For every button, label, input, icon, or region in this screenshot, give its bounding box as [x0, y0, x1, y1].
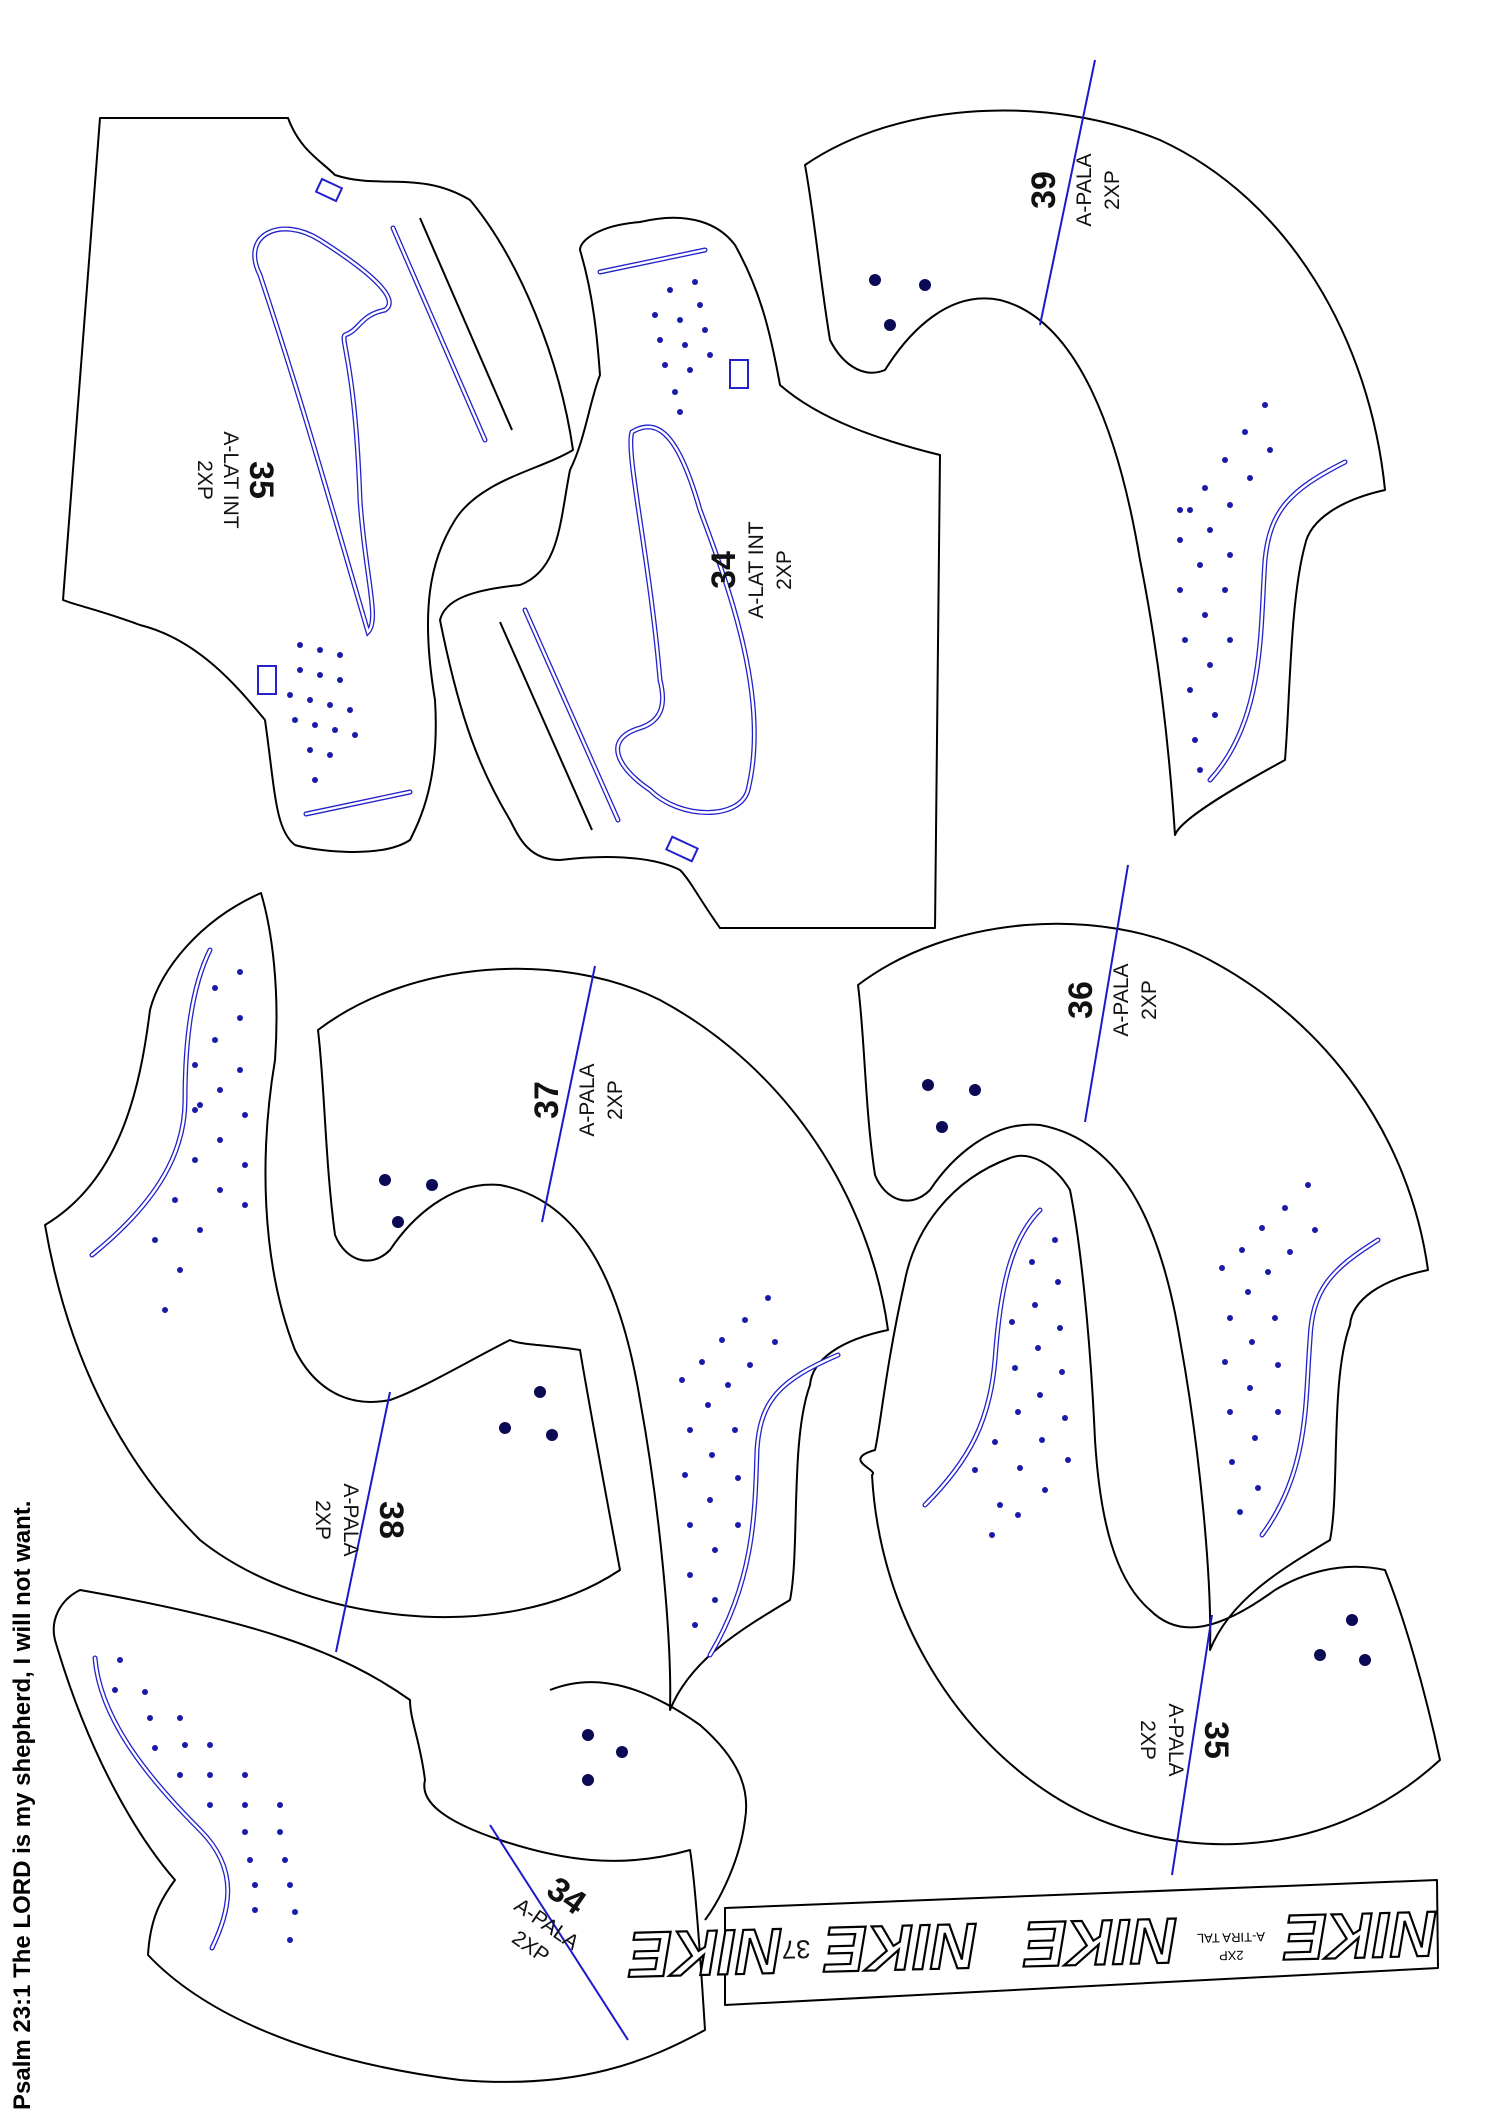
piece-lat35-outline — [62, 117, 574, 853]
strip-brand-3: NIKE — [821, 1910, 978, 1986]
piece-lat34: 34 A-LAT INT 2XP — [439, 216, 941, 929]
piece-pala39-qty: 2XP — [1101, 170, 1124, 210]
piece-pala37-outline — [317, 967, 889, 1711]
piece-pala38-marker-dots — [499, 1386, 558, 1441]
piece-lat35-name: A-LAT INT — [219, 431, 242, 528]
piece-lat34-outline — [439, 216, 941, 929]
piece-lat34-number: 34 — [705, 551, 743, 589]
piece-pala35-outline — [859, 1154, 1441, 1846]
verse-text: Psalm 23:1 The LORD is my shepherd, I wi… — [9, 1501, 36, 2110]
piece-lat34-name: A-LAT INT — [745, 521, 768, 618]
piece-pala39-name: A-PALA — [1073, 153, 1096, 226]
piece-pala38-outline — [44, 892, 621, 1619]
piece-pala37-qty: 2XP — [604, 1080, 627, 1120]
piece-pala36-guide — [1259, 1237, 1381, 1538]
strip-number: 37 — [781, 1934, 811, 1965]
piece-pala39-guide — [1207, 459, 1348, 783]
strip-qty: 2XP — [1219, 1948, 1244, 1964]
piece-lat34-dot-grid — [652, 279, 713, 415]
piece-pala38-name: A-PALA — [339, 1483, 362, 1556]
strip-tira-tal-outline — [724, 1879, 1439, 2006]
piece-pala34-dot-grid — [112, 1657, 298, 1943]
piece-pala37-axis — [541, 965, 596, 1223]
piece-lat35-notch-top — [314, 177, 344, 203]
piece-pala35-marker-dots — [1314, 1614, 1371, 1666]
piece-pala36-axis — [1084, 864, 1129, 1123]
piece-pala37-name: A-PALA — [576, 1063, 599, 1136]
piece-pala39-dot-grid — [1177, 402, 1273, 773]
piece-pala38-guide — [89, 947, 213, 1258]
piece-pala37-marker-dots — [379, 1174, 438, 1228]
piece-pala35-dot-grid — [972, 1237, 1071, 1538]
piece-lat34-notch-top — [729, 359, 749, 389]
piece-pala36-qty: 2XP — [1138, 980, 1161, 1020]
piece-lat35-qty: 2XP — [193, 460, 216, 500]
piece-pala39-marker-dots — [869, 274, 931, 331]
strip-brand-1: NIKE — [1281, 1898, 1438, 1974]
piece-lat35-notch-bottom — [257, 665, 277, 695]
piece-pala35-number: 35 — [1197, 1721, 1235, 1759]
piece-pala35-name: A-PALA — [1164, 1703, 1187, 1776]
piece-pala39: 39 A-PALA 2XP — [804, 59, 1386, 836]
piece-lat35-number: 35 — [242, 461, 280, 499]
piece-pala36-name: A-PALA — [1110, 963, 1133, 1036]
piece-pala35: 35 A-PALA 2XP — [859, 1154, 1441, 1876]
piece-pala39-number: 39 — [1025, 171, 1063, 209]
piece-pala34: 34 A-PALA 2XP — [52, 1589, 748, 2083]
piece-lat35: 35 A-LAT INT 2XP — [62, 117, 574, 853]
piece-lat35-dot-grid — [287, 642, 358, 783]
piece-pala39-axis — [1039, 59, 1096, 326]
piece-pala38-number: 38 — [372, 1501, 410, 1539]
piece-pala34-axis — [489, 1824, 629, 2041]
strip-name: A-TIRA TAL — [1197, 1929, 1266, 1946]
strip-tira-tal: NIKE 2XP A-TIRA TAL NIKE NIKE 37 NIKE — [625, 1879, 1439, 2006]
piece-pala38-qty: 2XP — [311, 1500, 334, 1540]
piece-pala36-outline — [857, 922, 1429, 1651]
strip-brand-4: NIKE — [626, 1915, 783, 1991]
piece-pala36-dot-grid — [1219, 1182, 1318, 1515]
piece-lat34-notch-bottom — [665, 835, 699, 863]
piece-lat34-seam-line — [499, 621, 593, 831]
piece-pala37-dot-grid — [679, 1295, 778, 1628]
piece-pala38: 38 A-PALA 2XP — [44, 892, 621, 1653]
piece-pala35-axis — [1171, 1614, 1213, 1876]
piece-pala36: 36 A-PALA 2XP — [857, 864, 1429, 1651]
piece-pala36-number: 36 — [1062, 981, 1100, 1019]
piece-pala34-outline — [52, 1589, 706, 2083]
piece-pala37: 37 A-PALA 2XP — [317, 965, 889, 1711]
piece-pala38-axis — [335, 1391, 391, 1653]
piece-pala35-guide — [922, 1207, 1043, 1508]
piece-lat34-guide-loop — [615, 424, 757, 815]
strip-brand-2: NIKE — [1021, 1904, 1178, 1980]
piece-lat34-qty: 2XP — [773, 550, 796, 590]
piece-lat35-seam-line — [419, 217, 513, 431]
piece-pala36-marker-dots — [922, 1079, 981, 1133]
piece-pala38-dot-grid — [152, 969, 248, 1313]
piece-pala39-outline — [804, 109, 1386, 836]
piece-pala37-number: 37 — [528, 1081, 566, 1119]
piece-pala34-marker-dots — [582, 1729, 628, 1786]
piece-pala35-qty: 2XP — [1136, 1720, 1159, 1760]
